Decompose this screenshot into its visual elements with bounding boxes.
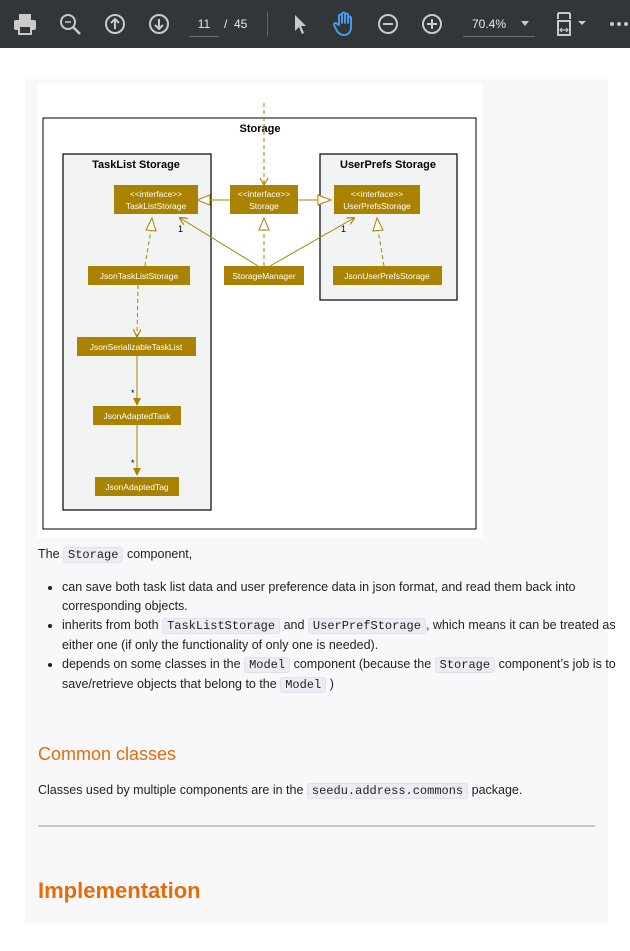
text: component (because the <box>293 657 432 671</box>
edge-jsontasklist-to-serializable <box>137 284 138 336</box>
storage-feature-list: can save both task list data and user pr… <box>38 578 622 695</box>
node-json-adapted-task <box>93 406 181 425</box>
node-json-serializable-tasklist-label: JsonSerializableTaskList <box>90 342 183 352</box>
multiplicity-task: * <box>131 388 135 398</box>
node-json-adapted-tag-label: JsonAdaptedTag <box>105 482 169 492</box>
storage-package <box>42 117 477 530</box>
node-json-adapted-task-label: JsonAdaptedTask <box>103 411 171 421</box>
heading-implementation: Implementation <box>38 878 201 903</box>
node-tasklist-stereotype: <<interface>> <box>130 189 182 199</box>
text: The <box>38 547 60 561</box>
list-item: depends on some classes in the Model com… <box>62 655 622 695</box>
list-item: inherits from both TaskListStorage and U… <box>62 616 622 655</box>
pdf-toolbar: 11 / 45 70.4% <box>0 0 630 48</box>
node-json-userprefs-storage <box>333 266 442 285</box>
edge-manager-to-userprefs <box>269 218 354 267</box>
inline-code: UserPrefStorage <box>307 618 426 634</box>
horizontal-rule <box>38 825 595 827</box>
node-json-tasklist-storage-label: JsonTaskListStorage <box>100 271 179 281</box>
zoom-search-icon[interactable] <box>56 10 84 38</box>
inline-code: Model <box>280 677 327 693</box>
node-tasklist-storage-interface <box>114 185 198 214</box>
hand-tool-icon[interactable] <box>330 10 358 38</box>
userprefs-storage-package-title: UserPrefs Storage <box>340 159 436 171</box>
node-storage-interface <box>230 185 298 214</box>
edge-jsonuserprefs-to-interface <box>377 229 385 267</box>
total-pages: 45 <box>234 17 248 31</box>
node-userprefs-name: UserPrefsStorage <box>343 201 411 211</box>
tasklist-storage-package-title: TaskList Storage <box>92 159 180 171</box>
inline-code: Storage <box>434 657 496 673</box>
text: and <box>283 618 305 632</box>
text: can save both task list data and user pr… <box>62 580 576 613</box>
node-tasklist-name: TaskListStorage <box>126 201 187 211</box>
text: package. <box>471 783 523 797</box>
toolbar-divider <box>267 12 268 36</box>
node-json-adapted-tag <box>95 477 179 496</box>
inline-code: TaskListStorage <box>162 618 281 634</box>
generalization-head-right <box>317 194 333 206</box>
node-storage-name: Storage <box>249 201 279 211</box>
text: inherits from both <box>62 618 159 632</box>
node-storage-stereotype: <<interface>> <box>238 189 290 199</box>
zoom-out-icon[interactable] <box>374 10 402 38</box>
text: depends on some classes in the <box>62 657 241 671</box>
storage-package-title: Storage <box>240 123 281 135</box>
text: Classes used by multiple components are … <box>38 783 304 797</box>
select-arrow-icon[interactable] <box>288 10 312 38</box>
page-up-icon[interactable] <box>101 10 129 38</box>
list-item: can save both task list data and user pr… <box>62 578 622 616</box>
common-classes-paragraph: Classes used by multiple components are … <box>38 783 523 799</box>
print-icon[interactable] <box>11 10 39 38</box>
inline-code: Model <box>244 657 291 673</box>
node-storage-manager <box>224 266 304 285</box>
node-json-userprefs-storage-label: JsonUserPrefsStorage <box>344 271 430 281</box>
generalization-head-left <box>195 194 211 206</box>
storage-intro-paragraph: The Storage component, <box>38 547 193 563</box>
node-storage-manager-label: StorageManager <box>232 271 295 281</box>
multiplicity-left: 1 <box>178 224 183 234</box>
realization-head-userprefs <box>372 216 384 232</box>
node-userprefs-storage-interface <box>334 185 420 214</box>
text: , which means it can be treated as eithe… <box>62 618 616 652</box>
more-icon[interactable] <box>608 10 630 38</box>
text: component’s job is to save/retrieve obje… <box>62 657 616 691</box>
node-json-tasklist-storage <box>88 266 190 285</box>
zoom-level-value: 70.4% <box>472 17 507 31</box>
page-fit-icon[interactable] <box>553 10 589 38</box>
page-down-icon[interactable] <box>145 10 173 38</box>
multiplicity-tag: * <box>131 458 135 468</box>
text: component, <box>126 547 193 561</box>
edge-jsontasklist-to-interface <box>144 229 152 267</box>
inline-code: seedu.address.commons <box>306 783 469 799</box>
heading-common-classes: Common classes <box>38 744 177 764</box>
edge-manager-to-tasklist <box>180 218 259 267</box>
multiplicity-right: 1 <box>341 224 346 234</box>
realization-head-storage <box>258 216 270 231</box>
chevron-down-icon <box>521 21 529 26</box>
zoom-in-icon[interactable] <box>418 10 446 38</box>
node-userprefs-stereotype: <<interface>> <box>351 189 403 199</box>
text: ) <box>329 677 334 691</box>
inline-code: Storage <box>63 547 124 563</box>
current-page-input[interactable]: 11 <box>189 12 219 37</box>
node-json-serializable-tasklist <box>77 337 196 356</box>
page-separator: / <box>224 17 228 31</box>
realization-head-tasklist <box>145 216 157 232</box>
zoom-level-select[interactable]: 70.4% <box>463 12 535 37</box>
